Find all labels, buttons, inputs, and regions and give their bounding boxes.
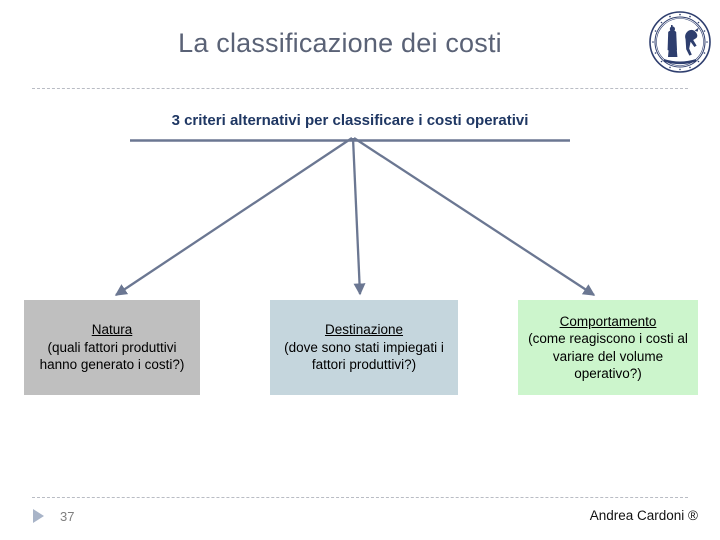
criterion-heading-comportamento: Comportamento (559, 313, 657, 329)
criterion-description-natura: (quali fattori produttivi hanno generato… (39, 339, 185, 373)
criterion-box-destinazione[interactable]: Destinazione (dove sono stati impiegati … (270, 300, 458, 395)
criterion-box-natura[interactable]: Natura (quali fattori produttivi hanno g… (24, 300, 200, 395)
criterion-heading-natura: Natura (91, 322, 133, 338)
footer-divider (32, 497, 688, 498)
page-title: La classificazione dei costi (178, 28, 502, 58)
criterion-description-comportamento: (come reagiscono i costi al variare del … (528, 331, 688, 381)
subtitle-text: 3 criteri alternativi per classificare i… (171, 112, 529, 129)
page-number: 37 (60, 509, 75, 524)
criterion-box-comportamento[interactable]: Comportamento (come reagiscono i costi a… (518, 300, 698, 395)
criterion-description-destinazione: (dove sono stati impiegati i fattori pro… (284, 339, 444, 373)
university-seal-icon (647, 9, 713, 75)
triangle-right-icon (33, 509, 44, 523)
footer-author: Andrea Cardoni ® (589, 508, 698, 523)
header-divider (32, 88, 688, 89)
criterion-heading-destinazione: Destinazione (324, 322, 404, 338)
